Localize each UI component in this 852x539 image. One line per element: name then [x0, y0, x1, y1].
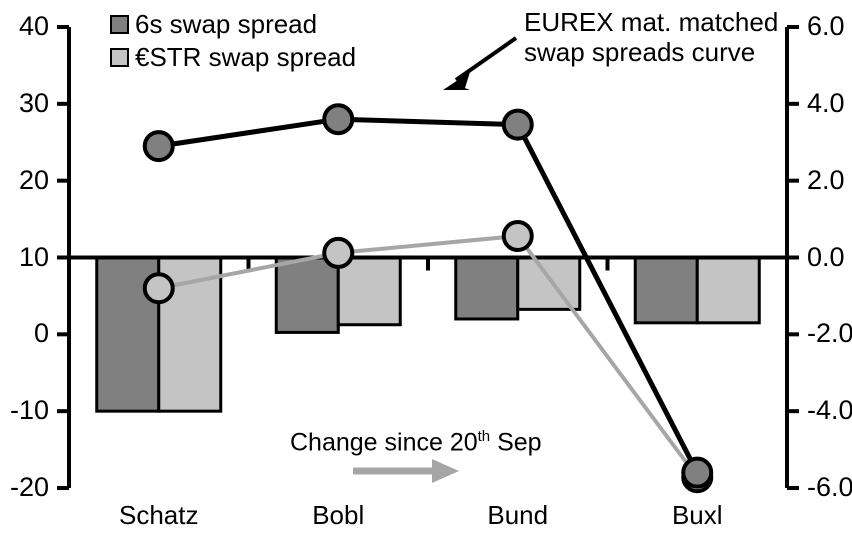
- annotation-arrow-eurex-head-icon: [443, 72, 470, 90]
- annotation-change-since: Change since 20th Sep: [290, 428, 542, 457]
- marker-estr-curve-schatz: [142, 272, 175, 305]
- legend-label-estr: €STR swap spread: [135, 42, 357, 72]
- y-axis-right-tick-label-1: 4.0: [807, 87, 845, 118]
- annotation-change-text: Change since 20: [290, 428, 478, 457]
- legend-item-estr-swap-spread: €STR swap spread: [110, 41, 356, 74]
- line-estr-curve: [158, 233, 699, 479]
- bar-buxl-6s: [633, 256, 699, 325]
- bar-bund-6s: [454, 256, 520, 321]
- legend-item-6s-swap-spread: 6s swap spread: [110, 8, 356, 41]
- bar-bobl-estr: [336, 256, 402, 327]
- marker-eurex-curve-schatz: [142, 130, 175, 163]
- annotation-change-sup: th: [477, 428, 491, 445]
- legend-swatch-estr-icon: [110, 48, 129, 67]
- y-axis-right-tick-label-0: 6.0: [807, 11, 845, 41]
- annotation-change-text-after: Sep: [490, 428, 542, 457]
- legend-swatch-6s-icon: [110, 15, 129, 34]
- marker-eurex-curve-bobl: [322, 103, 355, 136]
- bar-bobl-6s: [274, 256, 340, 334]
- x-axis-label-bund: Bund: [487, 500, 549, 530]
- x-axis-label-bobl: Bobl: [312, 500, 365, 530]
- bars-group: [95, 256, 761, 413]
- annotation-eurex-line1: EUREX mat. matched: [524, 7, 779, 37]
- y-axis-right-tick-label-5: -4.0: [807, 395, 852, 426]
- y-axis-left-tick-label-5: -10: [9, 395, 49, 426]
- bar-bund-estr: [516, 256, 582, 311]
- y-axis-right-tick-label-2: 2.0: [807, 164, 845, 195]
- annotation-arrow-change-head-icon: [432, 459, 459, 483]
- axes-group: [57, 25, 799, 490]
- marker-estr-curve-bobl: [322, 236, 355, 269]
- chart-legend: 6s swap spread €STR swap spread: [110, 8, 356, 74]
- annotation-eurex-line2: swap spreads curve: [524, 36, 756, 67]
- x-axis-label-schatz: Schatz: [119, 500, 199, 530]
- y-axis-left-tick-label-4: 0: [33, 318, 49, 349]
- y-axis-left-tick-label-6: -20: [9, 472, 49, 502]
- x-axis-label-buxl: Buxl: [671, 500, 723, 530]
- y-axis-right-tick-label-4: -2.0: [807, 318, 852, 349]
- y-axis-left-tick-label-2: 20: [18, 164, 49, 195]
- legend-label-6s: 6s swap spread: [135, 9, 318, 39]
- y-axis-left-tick-label-3: 10: [18, 241, 49, 272]
- marker-eurex-curve-bund: [501, 108, 534, 141]
- lines-group: [142, 103, 714, 494]
- bar-buxl-estr: [695, 256, 761, 325]
- annotation-arrow-eurex-shaft: [454, 36, 518, 82]
- y-axis-left-tick-label-0: 40: [18, 11, 49, 41]
- y-axis-right-tick-label-6: -6.0: [807, 472, 852, 502]
- marker-eurex-curve-buxl: [681, 456, 714, 489]
- arrows-group: [353, 36, 518, 483]
- y-axis-right-tick-label-3: 0.0: [807, 241, 845, 272]
- marker-estr-curve-bund: [501, 219, 534, 252]
- annotation-eurex-curve: EUREX mat. matched swap spreads curve: [524, 7, 779, 68]
- line-eurex-curve: [158, 116, 700, 474]
- y-axis-left-tick-label-1: 30: [18, 87, 49, 118]
